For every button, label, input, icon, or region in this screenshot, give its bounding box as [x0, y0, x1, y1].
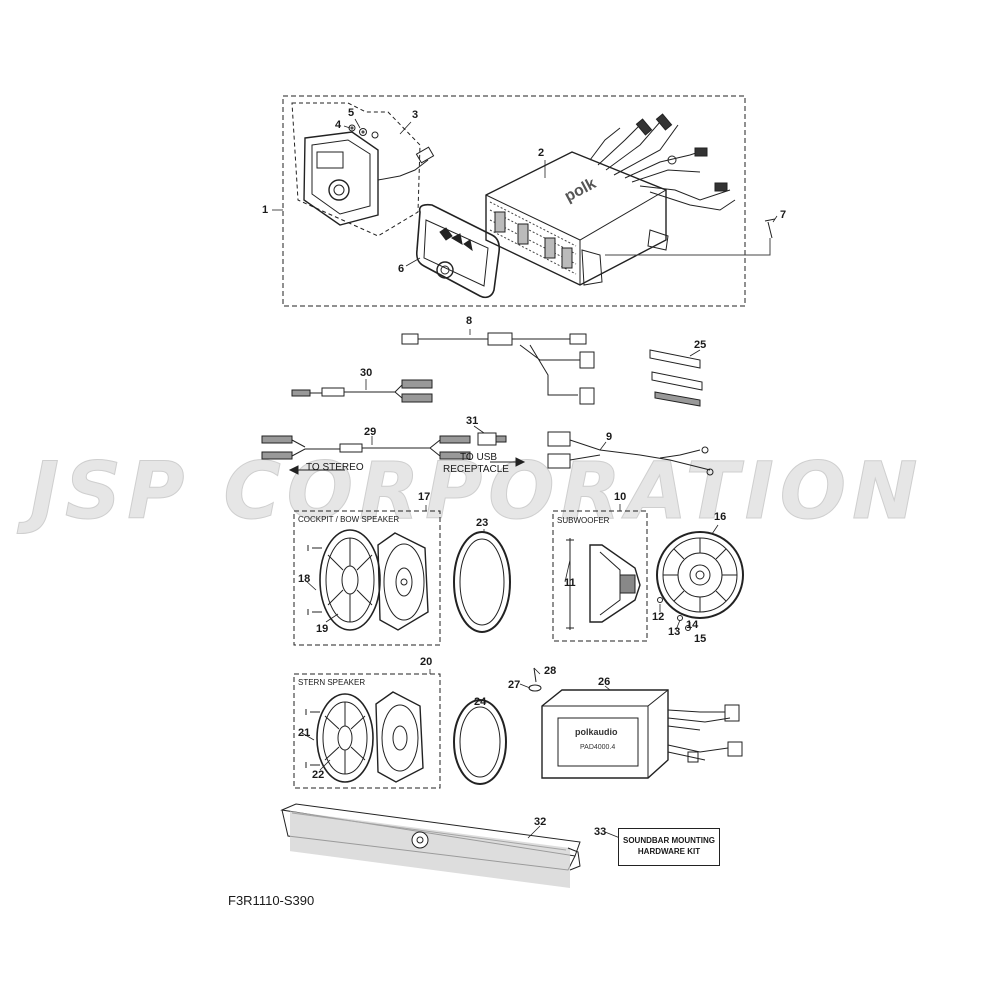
to-usb-label: TO USB — [460, 452, 498, 463]
callout-28: 28 — [544, 665, 557, 677]
cockpit-screws — [307, 545, 322, 615]
callout-24: 24 — [474, 696, 487, 708]
subwoofer-label: SUBWOOFER — [557, 516, 610, 525]
soundbar-kit-line1: SOUNDBAR MOUNTING — [623, 836, 715, 845]
callout-25: 25 — [694, 339, 707, 351]
amplifier-harness — [547, 431, 714, 476]
subwoofer-driver — [566, 538, 641, 630]
callout-8: 8 — [466, 315, 473, 327]
usb-adapter — [477, 432, 507, 446]
head-unit-controller — [303, 131, 435, 226]
callout-9: 9 — [606, 431, 613, 443]
callout-20: 20 — [420, 656, 433, 668]
callout-11: 11 — [564, 577, 576, 589]
callout-10: 10 — [614, 491, 627, 503]
callout-5: 5 — [348, 107, 355, 119]
callout-18: 18 — [298, 573, 311, 585]
rca-cable-29 — [261, 435, 471, 460]
callout-2: 2 — [538, 147, 545, 159]
cockpit-bow-label: COCKPIT / BOW SPEAKER — [298, 515, 400, 524]
mounting-screw — [764, 218, 776, 239]
leader-lines — [272, 118, 778, 839]
callout-19: 19 — [316, 623, 329, 635]
amplifier-model: PAD4000.4 — [580, 744, 616, 751]
rca-y-cable-30 — [291, 379, 433, 403]
callout-32: 32 — [534, 816, 547, 828]
callout-14: 14 — [686, 619, 699, 631]
callout-13: 13 — [668, 626, 681, 638]
callout-29: 29 — [364, 426, 377, 438]
marine-amplifier — [541, 689, 743, 779]
soundbar-kit-line2: HARDWARE KIT — [637, 847, 701, 856]
callout-6: 6 — [398, 263, 405, 275]
callout-4: 4 — [335, 119, 342, 131]
callout-27: 27 — [508, 679, 521, 691]
media-receiver: polk — [485, 113, 736, 286]
soundbar — [280, 803, 581, 889]
amplifier-logo: polkaudio — [575, 727, 618, 737]
receptacle-label: RECEPTACLE — [443, 464, 509, 475]
callout-7: 7 — [780, 209, 787, 221]
callout-16: 16 — [714, 511, 727, 523]
callout-33: 33 — [594, 826, 607, 838]
cable-clips — [649, 349, 703, 407]
stern-speaker-grille — [316, 693, 374, 783]
soundbar-kit-box: SOUNDBAR MOUNTING HARDWARE KIT — [618, 828, 720, 866]
callout-22: 22 — [312, 769, 325, 781]
callout-15: 15 — [694, 633, 707, 645]
nut-hardware — [348, 124, 379, 139]
stern-speaker-driver — [375, 691, 424, 783]
svg-text:polk: polk — [562, 175, 599, 205]
subwoofer-grille — [656, 531, 744, 619]
to-stereo-label: TO STEREO — [306, 462, 364, 473]
callout-31: 31 — [466, 415, 479, 427]
callout-1: 1 — [262, 204, 269, 216]
callout-26: 26 — [598, 676, 611, 688]
speaker-gasket-24 — [453, 699, 507, 785]
callout-23: 23 — [476, 517, 489, 529]
main-wiring-harness — [401, 332, 595, 405]
stern-label: STERN SPEAKER — [298, 678, 366, 687]
figure-code: F3R1110-S390 — [228, 893, 315, 908]
cockpit-speaker-grille — [319, 529, 381, 631]
speaker-gasket-23 — [453, 531, 511, 633]
cockpit-group-outline — [293, 510, 441, 646]
callout-12: 12 — [652, 611, 665, 623]
item3-subgroup-outline — [291, 102, 421, 237]
cockpit-speaker-driver — [377, 532, 429, 631]
callout-21: 21 — [298, 727, 311, 739]
watermark: JSP CORPORATION — [30, 447, 924, 537]
cover-bezel — [415, 203, 501, 299]
stern-group-outline — [293, 673, 441, 789]
callout-3: 3 — [412, 109, 419, 121]
stern-screws — [305, 709, 320, 768]
callout-30: 30 — [360, 367, 373, 379]
amplifier-screw-washer — [528, 667, 542, 692]
callout-17: 17 — [418, 491, 431, 503]
